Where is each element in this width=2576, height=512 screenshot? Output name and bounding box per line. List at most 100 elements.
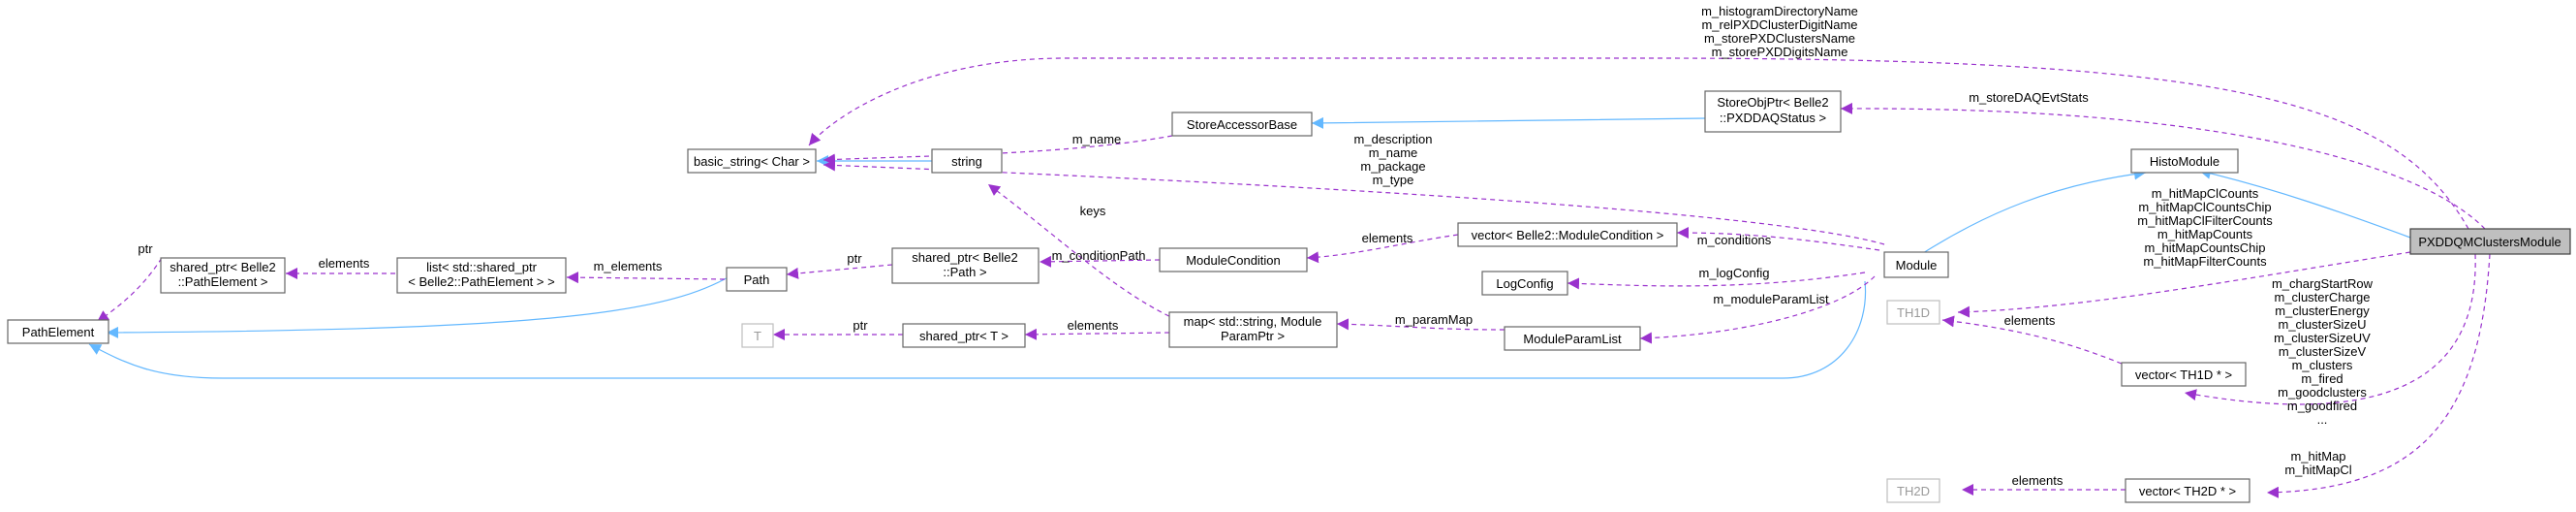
svg-text:basic_string< Char >: basic_string< Char >: [694, 154, 810, 169]
edge-pxddqm-to-th1d: [1957, 251, 2411, 318]
svg-text:< Belle2::PathElement > >: < Belle2::PathElement > >: [408, 274, 554, 289]
svg-text:TH1D: TH1D: [1897, 305, 1930, 320]
svg-text:T: T: [754, 329, 761, 343]
edge-pxddqm-to-vector-th2d: [2266, 253, 2491, 498]
svg-text:vector< Belle2::ModuleConditio: vector< Belle2::ModuleCondition >: [1472, 228, 1664, 242]
node-shared-ptr-path-element[interactable]: shared_ptr< Belle2 ::PathElement >: [160, 257, 286, 294]
node-store-obj-ptr[interactable]: StoreObjPtr< Belle2 ::PXDDAQStatus >: [1704, 90, 1842, 133]
label-vector-th1d-members-2: m_clusterEnergy: [2275, 304, 2370, 318]
svg-text:shared_ptr< Belle2: shared_ptr< Belle2: [170, 260, 276, 274]
edge-map-to-shared-ptr-t: [1024, 328, 1170, 340]
svg-text:StoreObjPtr< Belle2: StoreObjPtr< Belle2: [1717, 95, 1828, 110]
edge-vector-module-condition-to-module-condition: [1306, 234, 1459, 264]
node-th1d[interactable]: TH1D: [1886, 300, 1940, 325]
label-elements-list: elements: [319, 256, 370, 271]
label-vector-th1d-members-3: m_clusterSizeU: [2278, 317, 2366, 332]
svg-text:Module: Module: [1896, 258, 1938, 272]
label-pxd-strings-1: m_relPXDClusterDigitName: [1701, 17, 1857, 32]
node-th2d[interactable]: TH2D: [1886, 478, 1940, 503]
label-th1d-members-4: m_hitMapCountsChip: [2144, 240, 2265, 255]
svg-text:shared_ptr< T >: shared_ptr< T >: [919, 329, 1009, 343]
node-log-config[interactable]: LogConfig: [1481, 271, 1568, 296]
inheritance-edges: [88, 116, 2411, 379]
edge-module-to-module-param-list: [1639, 275, 1876, 344]
node-vector-th1d[interactable]: vector< TH1D * >: [2121, 362, 2247, 387]
label-th1d-members-5: m_hitMapFilterCounts: [2143, 254, 2267, 269]
label-m-condition-path: m_conditionPath: [1052, 248, 1146, 263]
svg-text:ModuleCondition: ModuleCondition: [1186, 253, 1281, 268]
edge-labels: ptr elements m_elements ptr m_conditionP…: [138, 4, 2373, 488]
label-vector-th1d-members-6: m_clusters: [2292, 358, 2353, 372]
label-ptr-path-element: ptr: [138, 241, 153, 256]
edge-store-obj-ptr-to-store-accessor-base: [1311, 116, 1706, 129]
label-module-strings-1: m_name: [1369, 145, 1418, 160]
node-list-shared-ptr[interactable]: list< std::shared_ptr < Belle2::PathElem…: [396, 257, 567, 294]
svg-text:map< std::string, Module: map< std::string, Module: [1184, 314, 1322, 329]
node-module[interactable]: Module: [1883, 251, 1949, 278]
svg-text:PXDDQMClustersModule: PXDDQMClustersModule: [2418, 235, 2560, 249]
label-ptr-t: ptr: [853, 318, 868, 333]
edge-vector-th1d-to-th1d: [1941, 315, 2123, 365]
node-vector-module-condition[interactable]: vector< Belle2::ModuleCondition >: [1457, 222, 1678, 247]
label-pxd-strings-2: m_storePXDClustersName: [1704, 31, 1855, 46]
node-store-accessor-base[interactable]: StoreAccessorBase: [1171, 112, 1313, 137]
label-vector-th1d-members-10: ...: [2317, 412, 2328, 427]
node-module-param-list[interactable]: ModuleParamList: [1504, 326, 1641, 351]
node-map-params[interactable]: map< std::string, Module ParamPtr >: [1168, 311, 1338, 348]
svg-text:HistoModule: HistoModule: [2150, 154, 2219, 169]
edge-module-to-histo-module: [1922, 168, 2147, 254]
edge-pxddqm-to-string: [808, 57, 2469, 230]
edge-path-to-path-element: [106, 269, 742, 338]
node-path[interactable]: Path: [726, 267, 788, 292]
label-th1d-members-3: m_hitMapCounts: [2157, 227, 2253, 241]
nodes: PathElement shared_ptr< Belle2 ::PathEle…: [7, 90, 2571, 503]
node-path-element[interactable]: PathElement: [7, 319, 109, 344]
svg-text:list< std::shared_ptr: list< std::shared_ptr: [426, 260, 537, 274]
svg-text:TH2D: TH2D: [1897, 484, 1930, 498]
node-module-condition[interactable]: ModuleCondition: [1159, 247, 1308, 272]
label-m-param-map: m_paramMap: [1395, 312, 1473, 327]
edge-pxddqm-to-store-obj-ptr: [1840, 102, 2486, 230]
label-m-conditions: m_conditions: [1697, 233, 1772, 247]
label-elements-th2d: elements: [2012, 473, 2064, 488]
svg-text:StoreAccessorBase: StoreAccessorBase: [1187, 117, 1297, 132]
label-vector-th1d-members-7: m_fired: [2301, 371, 2343, 386]
label-m-elements: m_elements: [594, 259, 663, 273]
node-shared-ptr-path[interactable]: shared_ptr< Belle2 ::Path >: [891, 247, 1040, 284]
svg-text:ModuleParamList: ModuleParamList: [1523, 332, 1622, 346]
edge-module-to-path-element: [88, 280, 1867, 379]
label-m-store-daq: m_storeDAQEvtStats: [1969, 90, 2089, 105]
label-module-strings-3: m_type: [1373, 173, 1414, 187]
label-vector-th1d-members-4: m_clusterSizeUV: [2274, 331, 2371, 345]
svg-text:vector< TH2D * >: vector< TH2D * >: [2139, 484, 2236, 498]
node-pxddqm-clusters-module[interactable]: PXDDQMClustersModule: [2409, 228, 2571, 255]
node-histo-module[interactable]: HistoModule: [2130, 148, 2239, 174]
node-string[interactable]: string: [931, 148, 1003, 174]
node-basic-string[interactable]: basic_string< Char >: [687, 148, 817, 174]
label-elements-shared-t: elements: [1068, 318, 1119, 333]
label-th1d-members-2: m_hitMapClFilterCounts: [2137, 213, 2273, 228]
svg-text:PathElement: PathElement: [22, 325, 95, 339]
label-pxd-strings-0: m_histogramDirectoryName: [1701, 4, 1858, 18]
node-t[interactable]: T: [741, 323, 774, 348]
label-elements-condition: elements: [1362, 231, 1413, 245]
edge-module-to-vector-module-condition: [1676, 227, 1880, 251]
svg-text:::PathElement >: ::PathElement >: [178, 274, 268, 289]
label-th1d-members-1: m_hitMapClCountsChip: [2138, 200, 2271, 214]
node-vector-th2d[interactable]: vector< TH2D * >: [2125, 478, 2250, 503]
label-elements-th1d: elements: [2004, 313, 2056, 328]
edge-module-condition-to-shared-ptr-path: [1039, 255, 1161, 268]
edge-pxddqm-to-histo-module: [2198, 167, 2411, 239]
label-vector-th2d-members-0: m_hitMap: [2290, 449, 2345, 464]
label-vector-th2d-members-1: m_hitMapCl: [2284, 463, 2351, 477]
usage-edges: [96, 57, 2491, 498]
node-shared-ptr-t[interactable]: shared_ptr< T >: [902, 323, 1026, 348]
edge-shared-ptr-path-to-path: [786, 264, 893, 279]
svg-text:shared_ptr< Belle2: shared_ptr< Belle2: [912, 250, 1018, 265]
label-pxd-strings-3: m_storePXDDigitsName: [1712, 45, 1848, 59]
svg-text:::Path >: ::Path >: [943, 265, 986, 279]
label-module-strings-0: m_description: [1354, 132, 1433, 146]
svg-text:Path: Path: [744, 272, 770, 287]
edge-path-to-list: [566, 272, 726, 284]
